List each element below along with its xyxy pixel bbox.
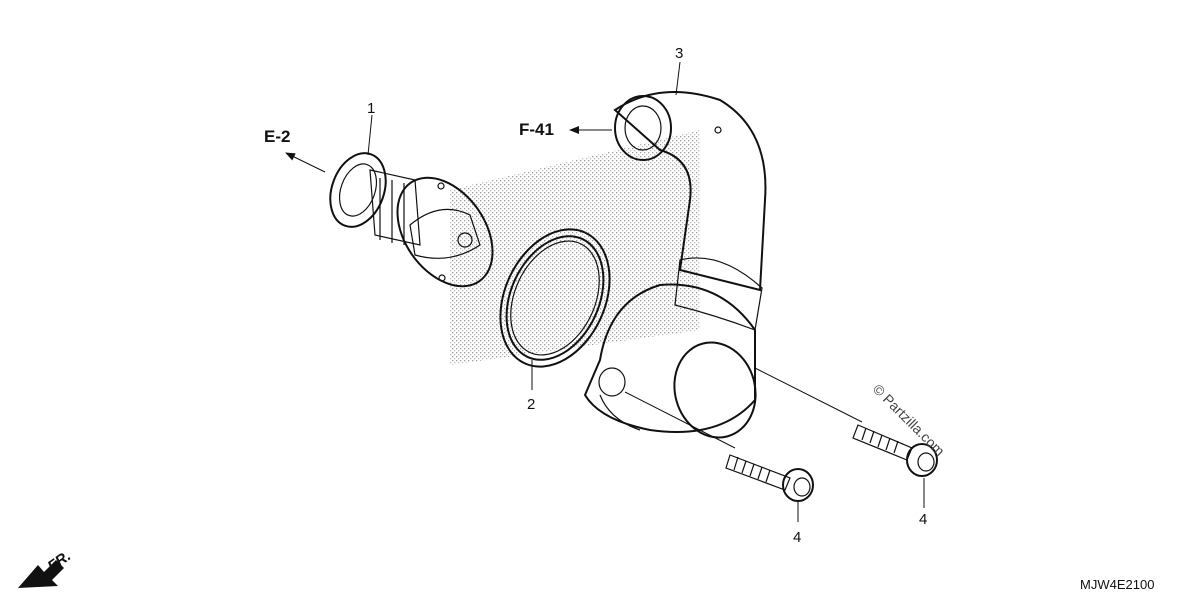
callout-4-right: 4 bbox=[919, 511, 927, 528]
thermostat-part bbox=[329, 152, 494, 288]
diagram-code: MJW4E2100 bbox=[1080, 577, 1154, 592]
o-ring-part bbox=[499, 228, 611, 368]
callout-4-left: 4 bbox=[793, 529, 801, 546]
ref-e2-label: E-2 bbox=[264, 127, 290, 146]
hose-housing-part bbox=[583, 91, 767, 439]
ref-f41-label: F-41 bbox=[519, 120, 554, 139]
bolt-part-right bbox=[852, 424, 938, 477]
stipple-shading bbox=[450, 130, 700, 365]
bolt-part-left bbox=[725, 454, 814, 502]
callout-3: 3 bbox=[675, 45, 683, 62]
front-indicator: FR. bbox=[18, 547, 74, 588]
callout-1: 1 bbox=[367, 100, 375, 117]
callout-2: 2 bbox=[527, 396, 535, 413]
front-arrow-icon bbox=[18, 560, 64, 588]
leader-lines bbox=[285, 61, 925, 522]
